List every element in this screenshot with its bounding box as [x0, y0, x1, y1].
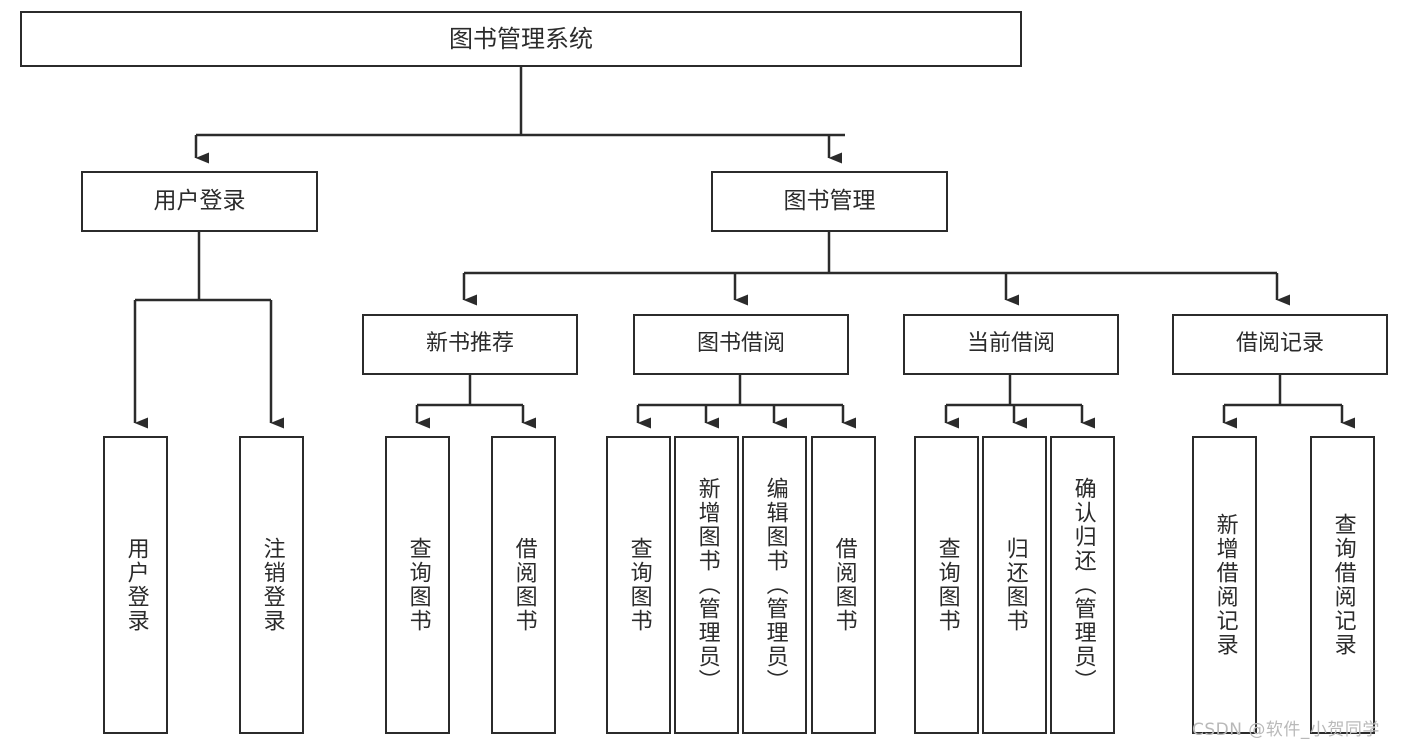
node-leaf-add-book[interactable]: 新增图书（管理员）: [674, 436, 739, 734]
node-leaf-confirm-return-label: 确认归还（管理员）: [1070, 477, 1096, 693]
node-leaf-user-logout[interactable]: 注销登录: [239, 436, 304, 734]
node-leaf-query-book-1[interactable]: 查询图书: [385, 436, 450, 734]
node-leaf-query-book-2-label: 查询图书: [626, 537, 652, 633]
node-borrow-record[interactable]: 借阅记录: [1172, 314, 1388, 375]
node-book-borrow[interactable]: 图书借阅: [633, 314, 849, 375]
node-leaf-query-book-2[interactable]: 查询图书: [606, 436, 671, 734]
node-leaf-add-book-label: 新增图书（管理员）: [694, 477, 720, 693]
node-leaf-borrow-book-1-label: 借阅图书: [511, 537, 537, 633]
node-new-book-recommend-label: 新书推荐: [425, 331, 514, 357]
node-leaf-return-book[interactable]: 归还图书: [982, 436, 1047, 734]
node-leaf-borrow-book-2[interactable]: 借阅图书: [811, 436, 876, 734]
node-leaf-user-logout-label: 注销登录: [259, 537, 285, 633]
node-book-manage[interactable]: 图书管理: [711, 171, 948, 232]
node-leaf-add-record[interactable]: 新增借阅记录: [1192, 436, 1257, 734]
node-leaf-query-book-3[interactable]: 查询图书: [914, 436, 979, 734]
node-root-label: 图书管理系统: [449, 24, 593, 53]
watermark-text: CSDN @软件_小贺同学: [1192, 720, 1380, 740]
node-book-borrow-label: 图书借阅: [696, 331, 785, 357]
node-current-borrow-label: 当前借阅: [966, 331, 1055, 357]
node-new-book-recommend[interactable]: 新书推荐: [362, 314, 578, 375]
node-borrow-record-label: 借阅记录: [1235, 331, 1324, 357]
node-leaf-query-book-1-label: 查询图书: [405, 537, 431, 633]
node-user-login[interactable]: 用户登录: [81, 171, 318, 232]
node-leaf-user-login[interactable]: 用户登录: [103, 436, 168, 734]
node-leaf-edit-book-label: 编辑图书（管理员）: [762, 477, 788, 693]
node-root[interactable]: 图书管理系统: [20, 11, 1022, 67]
node-leaf-borrow-book-2-label: 借阅图书: [831, 537, 857, 633]
node-leaf-user-login-label: 用户登录: [123, 537, 149, 633]
node-leaf-add-record-label: 新增借阅记录: [1212, 513, 1238, 657]
node-leaf-return-book-label: 归还图书: [1002, 537, 1028, 633]
node-user-login-label: 用户登录: [153, 187, 246, 214]
node-book-manage-label: 图书管理: [783, 187, 876, 214]
node-leaf-confirm-return[interactable]: 确认归还（管理员）: [1050, 436, 1115, 734]
node-leaf-query-record[interactable]: 查询借阅记录: [1310, 436, 1375, 734]
node-current-borrow[interactable]: 当前借阅: [903, 314, 1119, 375]
node-leaf-query-record-label: 查询借阅记录: [1330, 513, 1356, 657]
node-leaf-edit-book[interactable]: 编辑图书（管理员）: [742, 436, 807, 734]
node-leaf-query-book-3-label: 查询图书: [934, 537, 960, 633]
node-leaf-borrow-book-1[interactable]: 借阅图书: [491, 436, 556, 734]
